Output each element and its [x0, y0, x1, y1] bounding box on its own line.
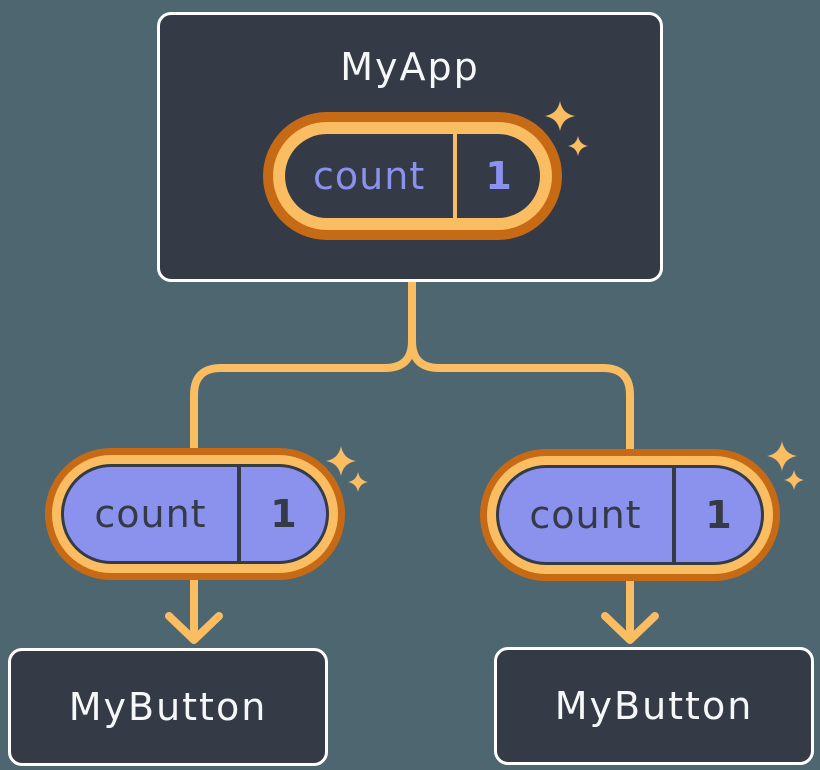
pill-gold-ring: count 1 — [52, 455, 338, 573]
prop-name: count — [529, 493, 642, 537]
pill-core: count 1 — [499, 468, 761, 562]
sparkle-icon — [326, 446, 356, 476]
state-value: 1 — [485, 154, 512, 198]
pill-dark-outline: count 1 — [496, 465, 764, 565]
pill-gold-ring: count 1 — [273, 122, 552, 230]
component-node-mybutton-left: MyButton — [8, 648, 328, 766]
state-pill-myapp: count 1 — [263, 112, 562, 240]
pill-divider — [671, 468, 676, 562]
sparkle-icon — [348, 472, 368, 492]
sparkle-icon — [767, 441, 797, 471]
component-title: MyButton — [554, 684, 754, 728]
pill-core: count 1 — [64, 467, 326, 561]
prop-pill-right: count 1 — [480, 449, 780, 581]
component-title: MyButton — [68, 685, 268, 729]
prop-value: 1 — [705, 493, 732, 537]
sparkle-icon — [784, 470, 804, 490]
pill-divider — [453, 134, 458, 218]
prop-name: count — [94, 492, 207, 536]
pill-core: count 1 — [285, 134, 540, 218]
pill-dark-outline: count 1 — [61, 464, 329, 564]
component-node-mybutton-right: MyButton — [494, 647, 814, 765]
prop-value: 1 — [270, 492, 297, 536]
state-name: count — [313, 154, 426, 198]
prop-pill-left: count 1 — [45, 448, 345, 580]
arrow-down-icon — [601, 612, 659, 644]
pill-gold-ring: count 1 — [487, 456, 773, 574]
component-title: MyApp — [340, 45, 480, 89]
arrow-down-icon — [165, 612, 223, 644]
